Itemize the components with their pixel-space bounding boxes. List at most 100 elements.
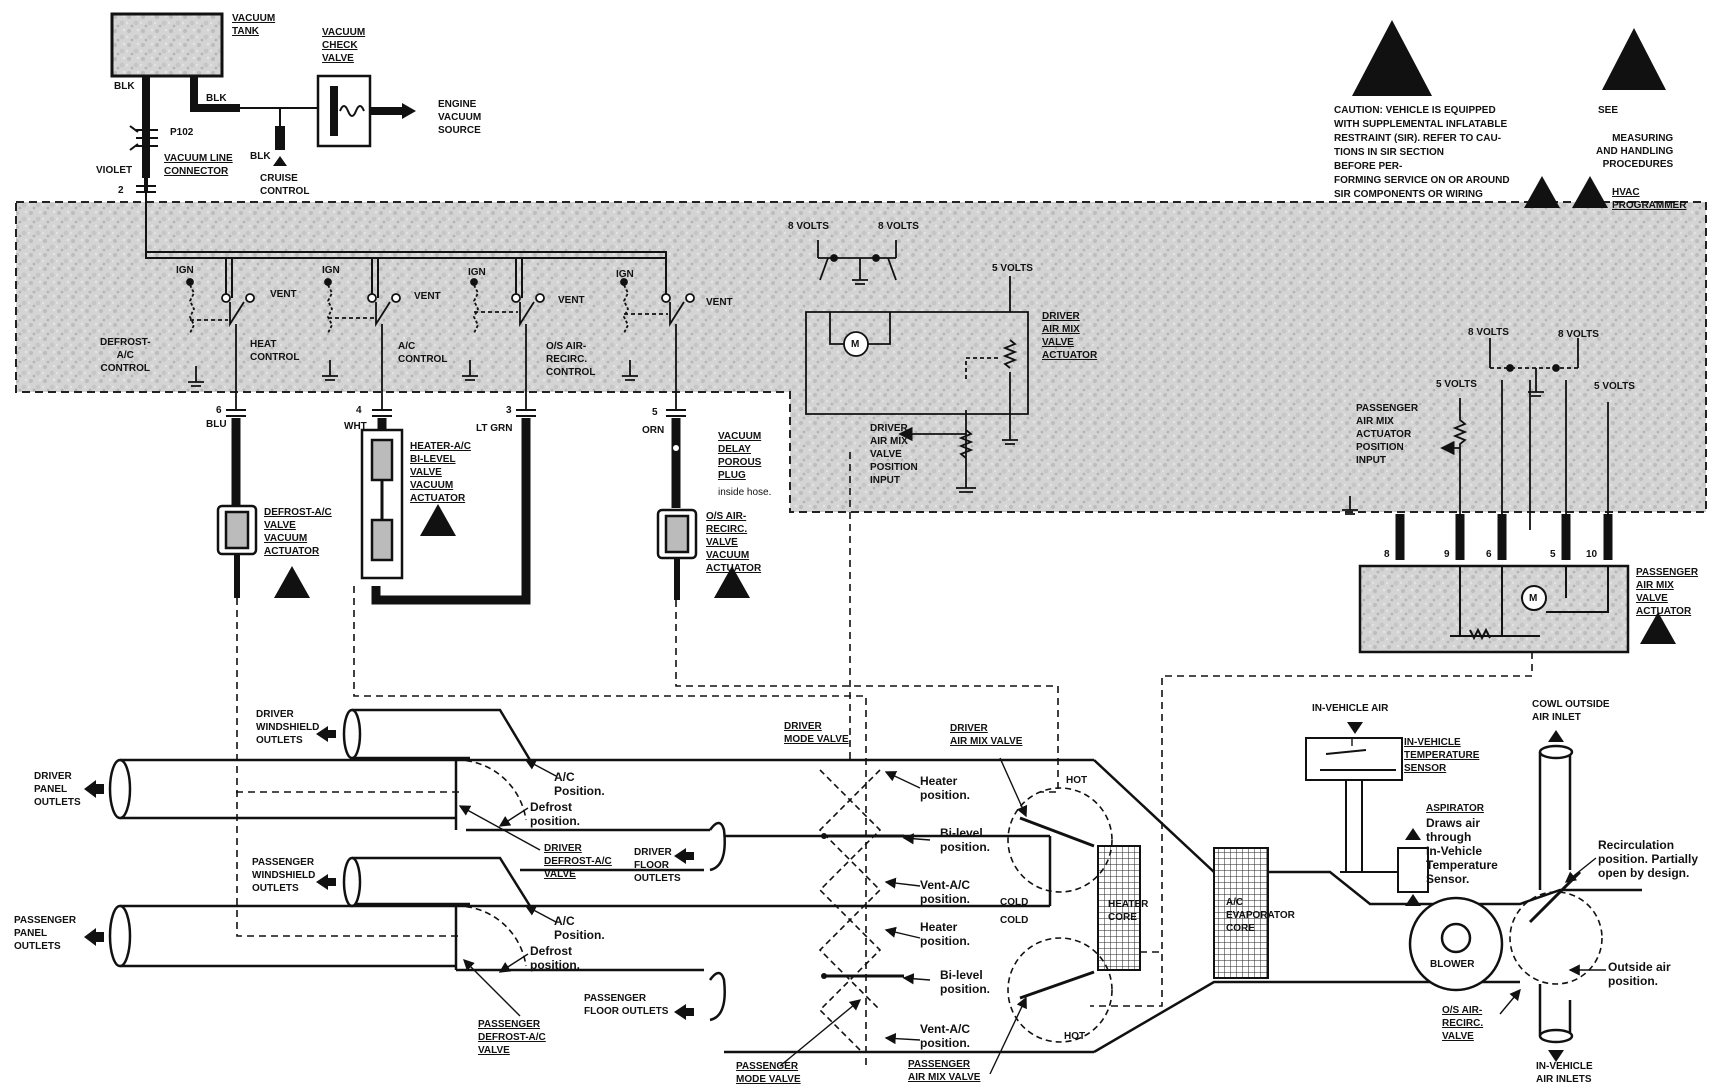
cruise-control-label: CRUISE CONTROL bbox=[260, 173, 310, 197]
passenger-heater-position-label: Heater position. bbox=[920, 920, 970, 948]
osair-actuator-label: O/S AIR- RECIRC. VALVE VACUUM ACTUATOR bbox=[706, 511, 762, 574]
5volts-label-2: 5 VOLTS bbox=[1436, 379, 1477, 390]
passenger-position-input-label: PASSENGER AIR MIX ACTUATOR POSITION INPU… bbox=[1356, 403, 1419, 466]
defrost-actuator-label: DEFROST-A/C VALVE VACUUM ACTUATOR bbox=[264, 507, 332, 557]
violet-label: VIOLET bbox=[96, 165, 133, 176]
passenger-pin-5: 5 bbox=[1550, 549, 1556, 560]
delay-plug-label: VACUUM DELAY POROUS PLUG bbox=[718, 431, 762, 481]
driver-mode-valve-label: DRIVER MODE VALVE bbox=[784, 721, 849, 745]
vacuum-check-valve bbox=[316, 74, 372, 148]
motor-label-1: M bbox=[851, 339, 860, 350]
pin-4-label: 4 bbox=[356, 405, 362, 416]
evaporator-core bbox=[1213, 847, 1269, 979]
vacuum-line-connector-label: VACUUM LINE CONNECTOR bbox=[164, 153, 233, 177]
driver-heater-position-label: Heater position. bbox=[920, 774, 970, 802]
passenger-windshield-label: PASSENGER WINDSHIELD OUTLETS bbox=[252, 857, 316, 894]
evaporator-label: A/C EVAPORATOR CORE bbox=[1226, 897, 1295, 934]
8volts-label-4: 8 VOLTS bbox=[1558, 329, 1599, 340]
ign-label-3: IGN bbox=[468, 267, 486, 278]
switch-defrost bbox=[186, 278, 255, 410]
passenger-mode-pivot bbox=[821, 973, 827, 979]
passenger-air-mix-valve-label: PASSENGER AIR MIX VALVE bbox=[908, 1059, 981, 1083]
ac-control-label: A/C CONTROL bbox=[398, 341, 448, 365]
outside-position-label: Outside air position. bbox=[1608, 960, 1671, 988]
passenger-air-mix-actuator-label: PASSENGER AIR MIX VALVE ACTUATOR bbox=[1636, 567, 1699, 617]
hose-connectors bbox=[226, 409, 686, 417]
switch-ac bbox=[462, 278, 545, 410]
vacuum-tank-label: VACUUM TANK bbox=[232, 13, 276, 37]
measuring-label: MEASURING AND HANDLING PROCEDURES bbox=[1596, 133, 1674, 170]
driver-position-input-label: DRIVER AIR MIX VALVE POSITION INPUT bbox=[870, 423, 918, 486]
aspirator-label: ASPIRATOR bbox=[1426, 803, 1484, 814]
hot-label-top: HOT bbox=[1066, 775, 1088, 786]
in-vehicle-inlets-label: IN-VEHICLE AIR INLETS bbox=[1536, 1061, 1593, 1085]
in-vehicle-sensor-label: IN-VEHICLE TEMPERATURE SENSOR bbox=[1404, 737, 1480, 774]
pin-6-label: 6 bbox=[216, 405, 222, 416]
pin-3-label: 3 bbox=[506, 405, 512, 416]
8volts-label-1: 8 VOLTS bbox=[788, 221, 829, 232]
driver-defrost-position-label: Defrost position. bbox=[530, 800, 580, 828]
driver-air-mix-actuator-label: DRIVER AIR MIX VALVE ACTUATOR bbox=[1042, 311, 1098, 361]
passenger-pin-9: 9 bbox=[1444, 549, 1450, 560]
motor-label-2: M bbox=[1529, 593, 1538, 604]
aspirator-desc-label: Draws air through In-Vehicle Temperature… bbox=[1426, 816, 1498, 886]
blk-label-3: BLK bbox=[250, 151, 271, 162]
recirc-position-label: Recirculation position. Partially open b… bbox=[1598, 838, 1699, 880]
passenger-defrost-position-label: Defrost position. bbox=[530, 944, 580, 972]
driver-ac-position-label: A/C Position. bbox=[554, 770, 605, 798]
leader-arrows bbox=[458, 738, 1606, 1075]
outlet-arrow-icons bbox=[84, 726, 1564, 1062]
wht-label: WHT bbox=[344, 421, 367, 432]
p102-connector bbox=[129, 125, 158, 193]
engine-vacuum-label: ENGINE VACUUM SOURCE bbox=[438, 99, 482, 136]
pin-5-label: 5 bbox=[652, 407, 658, 418]
ltgrn-hose bbox=[371, 418, 531, 605]
passenger-pin-6: 6 bbox=[1486, 549, 1492, 560]
engine-arrow-icon bbox=[402, 103, 416, 119]
blk-label-1: BLK bbox=[114, 81, 135, 92]
ign-label-1: IGN bbox=[176, 265, 194, 276]
passenger-pin-8: 8 bbox=[1384, 549, 1390, 560]
driver-panel-label: DRIVER PANEL OUTLETS bbox=[34, 771, 81, 808]
passenger-defrost-valve-label: PASSENGER DEFROST-A/C VALVE bbox=[478, 1019, 546, 1056]
defrost-control-label: DEFROST- A/C CONTROL bbox=[100, 337, 151, 374]
passenger-actuator-pins bbox=[1395, 514, 1613, 560]
blk-label-2: BLK bbox=[206, 93, 227, 104]
driver-bilevel-position-label: Bi-level position. bbox=[940, 826, 990, 854]
vent-label-3: VENT bbox=[558, 295, 585, 306]
blower bbox=[1408, 896, 1504, 992]
driver-windshield-label: DRIVER WINDSHIELD OUTLETS bbox=[256, 709, 320, 746]
blower-label: BLOWER bbox=[1430, 959, 1475, 970]
check-valve-label: VACUUM CHECK VALVE bbox=[322, 27, 366, 64]
valve-arcs bbox=[455, 759, 1603, 1051]
vent-label-2: VENT bbox=[414, 291, 441, 302]
defrost-actuator bbox=[216, 504, 258, 598]
passenger-air-mix-circuit bbox=[1342, 338, 1609, 530]
cowl-inlet-label: COWL OUTSIDE AIR INLET bbox=[1532, 699, 1610, 723]
see-label: SEE bbox=[1598, 105, 1619, 116]
heater-core-label: HEATER CORE bbox=[1108, 899, 1149, 923]
8volts-label-3: 8 VOLTS bbox=[1468, 327, 1509, 338]
inside-hose-label: inside hose. bbox=[718, 487, 772, 498]
5volts-label-1: 5 VOLTS bbox=[992, 263, 1033, 274]
osair-actuator bbox=[656, 508, 698, 600]
bilevel-actuator-label: HEATER-A/C BI-LEVEL VALVE VACUUM ACTUATO… bbox=[410, 441, 471, 504]
ducts bbox=[108, 708, 1642, 1054]
aspirator-down-arrow-icon bbox=[1405, 894, 1421, 906]
passenger-mode-valve-label: PASSENGER MODE VALVE bbox=[736, 1061, 801, 1085]
switch-osair bbox=[620, 278, 695, 410]
vacuum-manifold bbox=[145, 192, 667, 298]
8volts-label-2: 8 VOLTS bbox=[878, 221, 919, 232]
cruise-arrow-icon bbox=[273, 156, 287, 166]
cruise-hose bbox=[275, 126, 285, 150]
passenger-vent-ac-position-label: Vent-A/C position. bbox=[920, 1022, 971, 1050]
hot-label-bottom: HOT bbox=[1064, 1031, 1086, 1042]
driver-mode-pivot bbox=[821, 833, 827, 839]
pin-2-label: 2 bbox=[118, 185, 124, 196]
aspirator-up-arrow-icon bbox=[1405, 828, 1421, 840]
osair-valve-label: O/S AIR- RECIRC. VALVE bbox=[1442, 1005, 1484, 1042]
programmer-shaded-area bbox=[15, 201, 1707, 513]
switch-heat bbox=[322, 278, 401, 410]
passenger-pin-10: 10 bbox=[1586, 549, 1598, 560]
vent-label-4: VENT bbox=[706, 297, 733, 308]
